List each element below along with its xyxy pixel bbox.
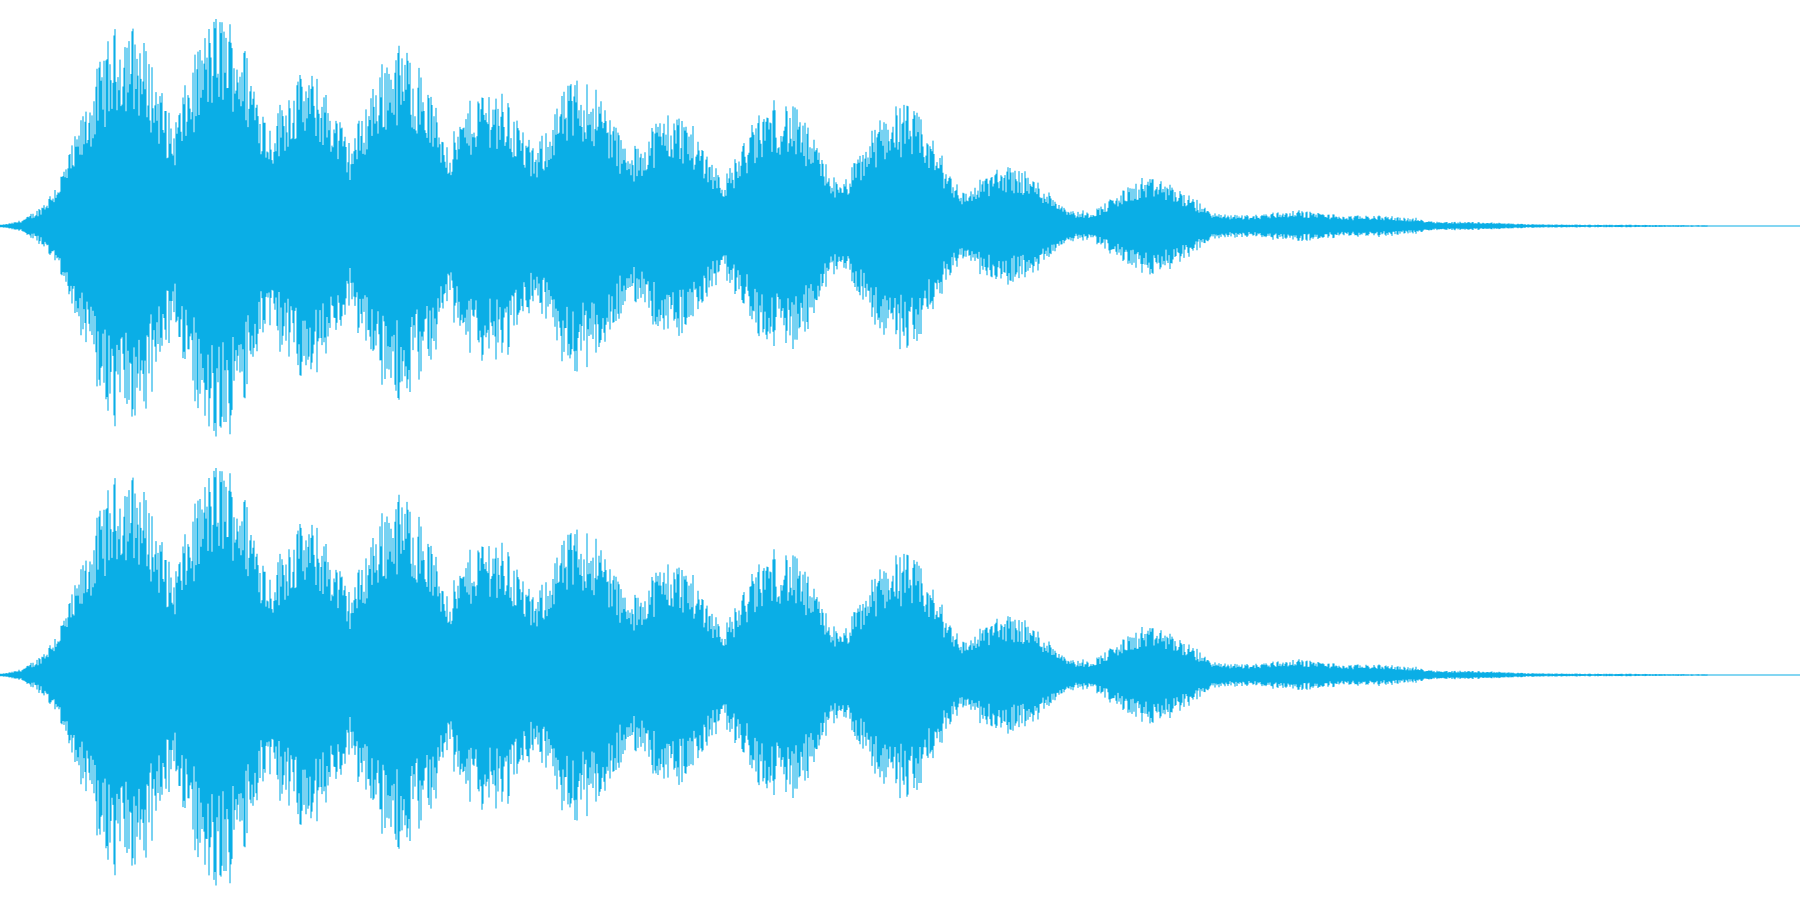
channel-2-signal [0,468,1709,886]
channel-2-waveform [0,468,1800,886]
channel-1-waveform [0,19,1800,437]
channel-1-signal [0,19,1709,437]
